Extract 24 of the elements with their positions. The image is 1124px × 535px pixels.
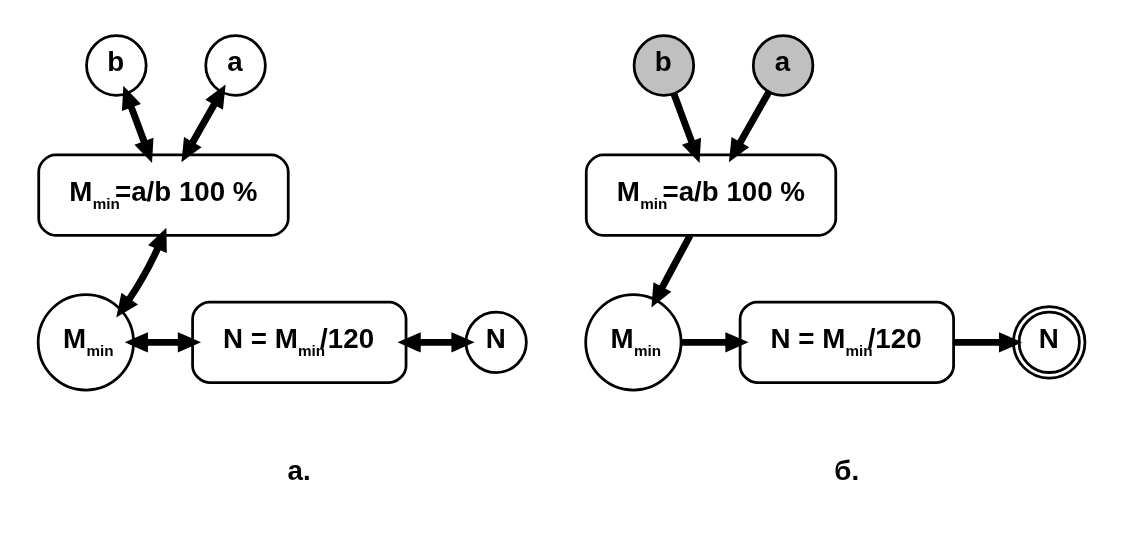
- arrow: [954, 332, 1023, 353]
- arrow: [116, 227, 167, 318]
- node-box: M$_{min}$=a/b 100 %: [584, 153, 838, 237]
- node-box: N = M$_{min}$/120: [738, 300, 955, 384]
- node-circle: N: [464, 310, 528, 374]
- arrow: [651, 234, 694, 308]
- arrow: [397, 332, 475, 353]
- node-circle: M$_{min}$: [36, 293, 135, 392]
- arrow: [181, 84, 226, 163]
- node-circle: N: [1012, 305, 1087, 380]
- node-box: M$_{min}$=a/b 100 %: [37, 153, 290, 237]
- label: а.: [287, 454, 311, 486]
- node-circle: M$_{min}$: [584, 293, 683, 392]
- arrow: [670, 92, 701, 163]
- arrow: [728, 90, 772, 163]
- arrow: [680, 332, 749, 353]
- node-circle: b: [632, 34, 696, 97]
- node-circle: a: [204, 34, 267, 97]
- arrow: [121, 85, 154, 163]
- arrow: [124, 332, 201, 353]
- node-circle: a: [751, 34, 815, 97]
- node-box: N = M$_{min}$/120: [191, 300, 408, 384]
- node-circle: b: [85, 34, 148, 97]
- label: б.: [834, 454, 860, 486]
